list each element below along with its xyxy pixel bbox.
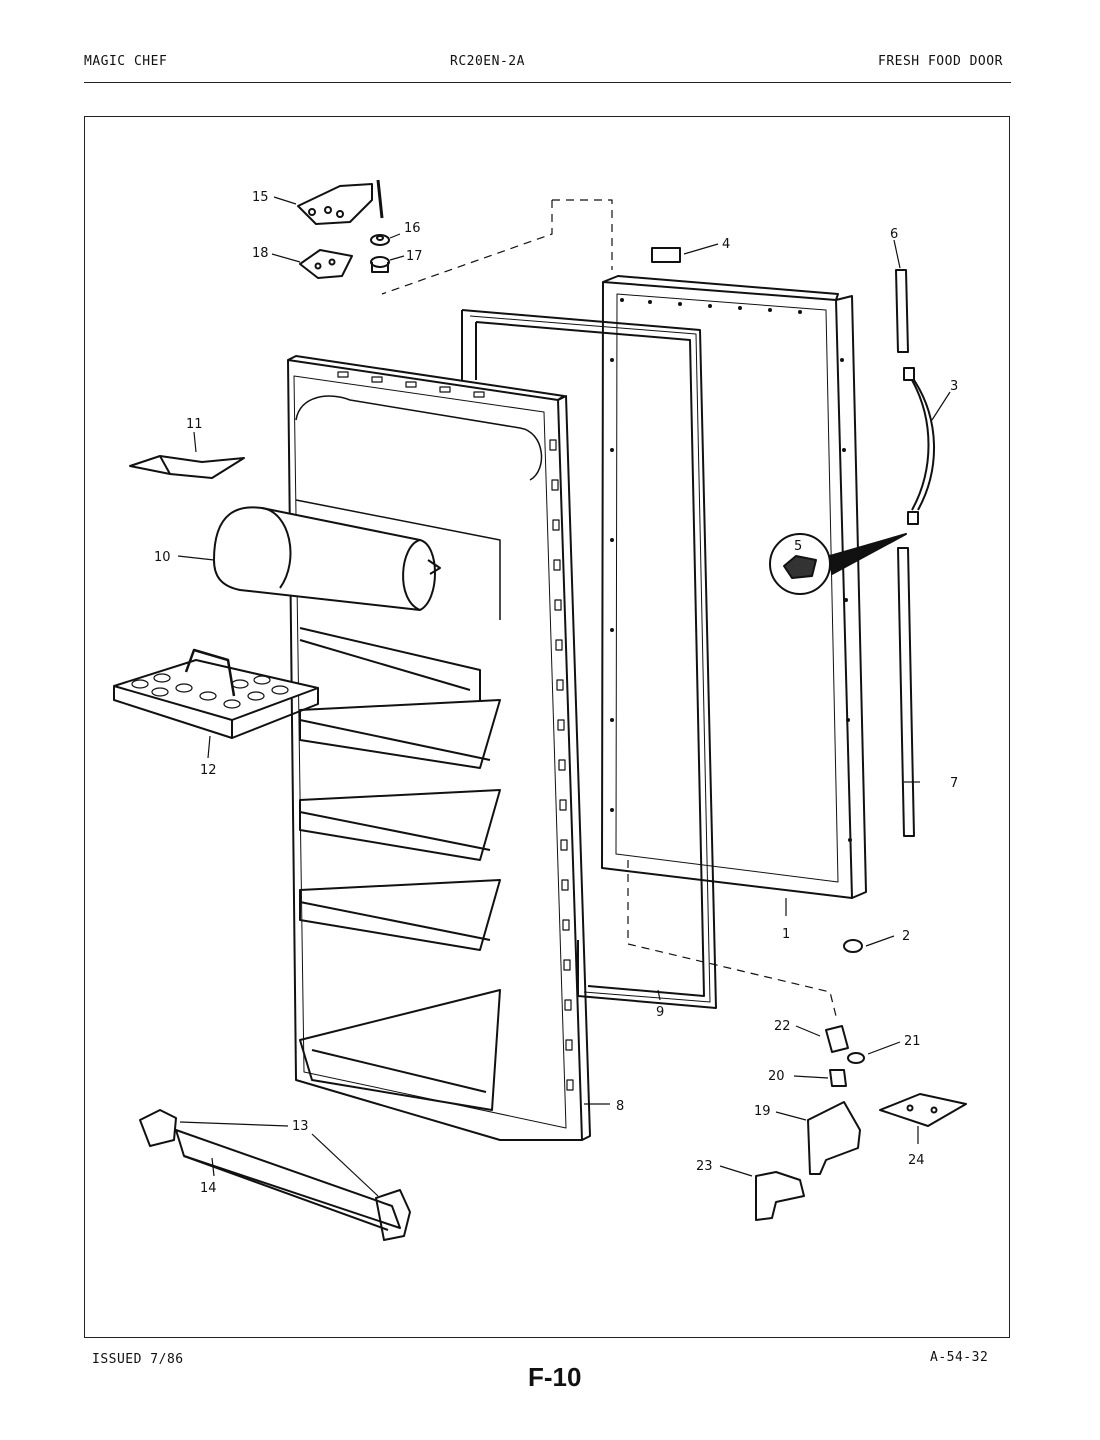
hinge-assembly	[297, 179, 390, 279]
header-rule	[84, 82, 1011, 83]
dairy-cover	[213, 506, 441, 611]
callout-6: 6	[890, 227, 898, 242]
brand-label: MAGIC CHEF	[84, 54, 168, 69]
model-number: RC20EN-2A	[450, 54, 525, 69]
callout-14: 14	[200, 1181, 217, 1196]
callout-numbers: 1 2 3 4 5 6 7 8 9 10 11 12 13 14 15 16 1…	[154, 190, 958, 1196]
reference-code: A-54-32	[930, 1350, 989, 1365]
top-plug	[651, 247, 681, 263]
callout-2: 2	[902, 929, 910, 944]
callout-16: 16	[404, 221, 421, 236]
callout-20: 20	[768, 1069, 785, 1084]
bottom-trim-bar	[139, 1109, 411, 1241]
egg-tray	[113, 648, 319, 739]
callout-21: 21	[904, 1034, 921, 1049]
outer-door-panel	[601, 275, 867, 899]
callout-19: 19	[754, 1104, 771, 1119]
callout-12: 12	[200, 763, 217, 778]
wedge-part	[129, 455, 245, 479]
callout-1: 1	[782, 927, 790, 942]
upper-trim-strip	[895, 269, 909, 353]
callout-23: 23	[696, 1159, 713, 1174]
door-gasket	[461, 309, 717, 1009]
callout-18: 18	[252, 246, 269, 261]
callout-24: 24	[908, 1153, 925, 1168]
callout-7: 7	[950, 776, 958, 791]
leader-lines	[177, 196, 951, 1197]
callout-3: 3	[950, 379, 958, 394]
inner-door-liner	[287, 355, 591, 1141]
diagram-frame	[84, 116, 1010, 1338]
page-number: F-10	[528, 1362, 582, 1392]
lower-hinge-hardware	[755, 1025, 967, 1221]
callout-15: 15	[252, 190, 269, 205]
callout-9: 9	[656, 1005, 664, 1020]
callout-11: 11	[186, 417, 203, 432]
alignment-lines	[381, 199, 837, 1017]
callout-17: 17	[406, 249, 423, 264]
callout-4: 4	[722, 237, 730, 252]
handle-cable	[903, 367, 935, 525]
callout-5: 5	[794, 539, 802, 554]
door-bumper	[843, 939, 863, 953]
lower-trim-strip	[897, 547, 915, 837]
callout-13: 13	[292, 1119, 309, 1134]
callout-22: 22	[774, 1019, 791, 1034]
fastener-detail	[769, 533, 907, 595]
section-title: FRESH FOOD DOOR	[878, 54, 1003, 69]
callout-10: 10	[154, 550, 171, 565]
callout-8: 8	[616, 1099, 624, 1114]
issued-date: ISSUED 7/86	[92, 1352, 184, 1367]
